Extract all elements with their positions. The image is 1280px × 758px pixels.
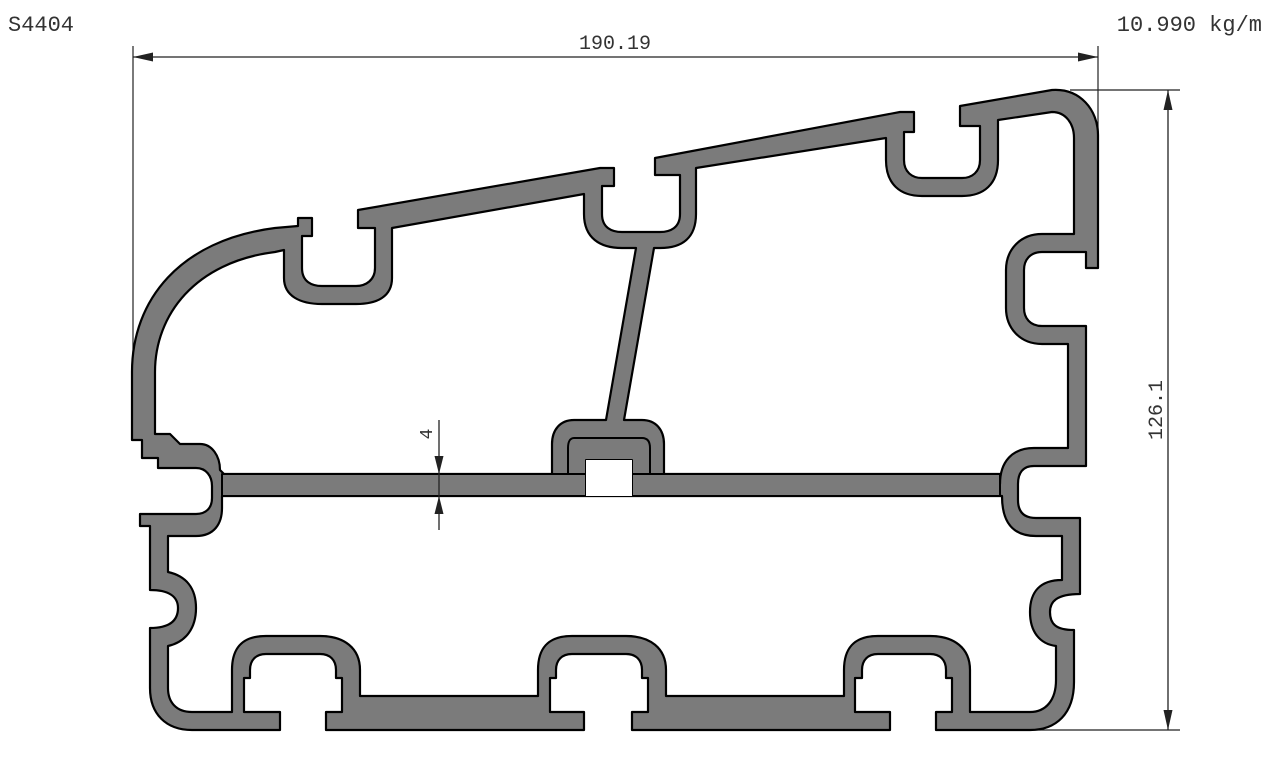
- width-arrow-right: [1078, 52, 1098, 62]
- wall-thickness-value: 4: [418, 429, 438, 440]
- rail-slot-gap: [586, 460, 632, 496]
- web-rail-left: [221, 473, 587, 497]
- height-arrow-top: [1163, 90, 1173, 110]
- width-dimension: 190.19: [132, 33, 1099, 372]
- wall-arrow-bottom: [434, 496, 444, 514]
- height-dimension: 126.1: [1030, 89, 1180, 731]
- hollow-lower: [166, 494, 1064, 714]
- width-arrow-left: [133, 52, 153, 62]
- weight-per-meter: 10.990 kg/m: [1117, 13, 1262, 38]
- part-number: S4404: [8, 13, 74, 38]
- hollow-upper-right: [622, 110, 1076, 486]
- height-value: 126.1: [1146, 380, 1169, 440]
- width-value: 190.19: [579, 33, 651, 56]
- wall-thickness-dimension: 4: [418, 420, 444, 530]
- height-arrow-bottom: [1163, 710, 1173, 730]
- wall-arrow-top: [434, 456, 444, 474]
- web-rail-right: [631, 473, 1001, 497]
- hollow-upper-left: [153, 192, 638, 476]
